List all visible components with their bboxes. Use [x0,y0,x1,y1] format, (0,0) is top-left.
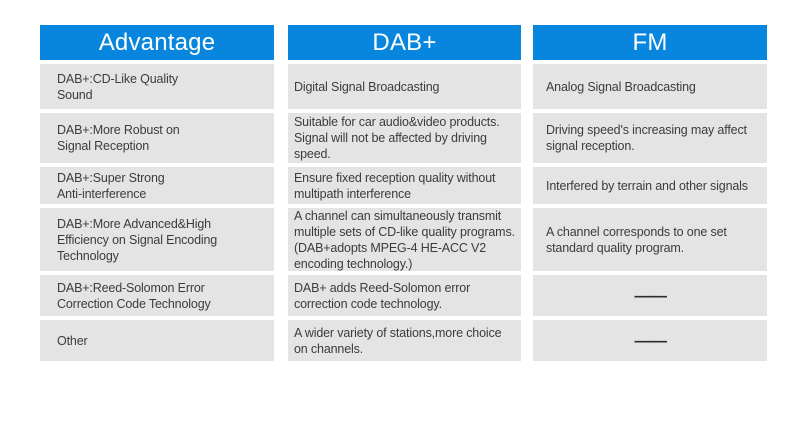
table-cell: Suitable for car audio&video products. S… [288,113,521,163]
header-cell-fm: FM [533,25,767,60]
table-cell: Interfered by terrain and other signals [533,167,767,204]
header-label-dab-plus: DAB+ [372,28,437,56]
column-dab-plus: DAB+ Digital Signal Broadcasting Suitabl… [288,25,521,361]
table-cell-empty: —— [533,320,767,361]
cell-text: Digital Signal Broadcasting [294,79,440,94]
cell-text: Ensure fixed reception quality without m… [294,170,496,201]
header-label-fm: FM [632,28,668,56]
table-cell: Digital Signal Broadcasting [288,64,521,109]
table-cell: DAB+ adds Reed-Solomon error correction … [288,275,521,316]
cell-text: DAB+:More Advanced&High Efficiency on Si… [57,216,218,263]
cell-text: Analog Signal Broadcasting [546,79,696,94]
table-cell: DAB+:More Advanced&High Efficiency on Si… [40,208,274,271]
header-cell-advantage: Advantage [40,25,274,60]
cell-text: DAB+:Reed-Solomon Error Correction Code … [57,280,211,311]
table-cell: Analog Signal Broadcasting [533,64,767,109]
column-advantage: Advantage DAB+:CD-Like Quality Sound DAB… [40,25,274,361]
cell-text: A channel corresponds to one set standar… [546,224,727,255]
table-cell: A wider variety of stations,more choice … [288,320,521,361]
table-cell: Ensure fixed reception quality without m… [288,167,521,204]
cell-text: DAB+:CD-Like Quality Sound [57,71,178,102]
header-cell-dab-plus: DAB+ [288,25,521,60]
cell-text: DAB+ adds Reed-Solomon error correction … [294,280,471,311]
cell-text: Other [57,333,88,348]
table-cell: DAB+:More Robust on Signal Reception [40,113,274,163]
table-cell: Driving speed's increasing may affect si… [533,113,767,163]
cell-text: DAB+:More Robust on Signal Reception [57,123,180,153]
column-fm: FM Analog Signal Broadcasting Driving sp… [533,25,767,361]
table-cell: Other [40,320,274,361]
table-cell-empty: —— [533,275,767,316]
table-cell: A channel corresponds to one set standar… [533,208,767,271]
table-cell: A channel can simultaneously transmit mu… [288,208,521,271]
cell-text: A channel can simultaneously transmit mu… [294,208,515,271]
dash-line: —— [634,286,668,305]
cell-text: A wider variety of stations,more choice … [294,325,502,356]
table-cell: DAB+:CD-Like Quality Sound [40,64,274,109]
dash-line: —— [634,331,668,350]
table-cell: DAB+:Reed-Solomon Error Correction Code … [40,275,274,316]
cell-text: Suitable for car audio&video products. S… [294,115,500,161]
cell-text: DAB+:Super Strong Anti-interference [57,170,165,201]
cell-text: Interfered by terrain and other signals [546,178,748,193]
header-label-advantage: Advantage [98,28,216,56]
table-cell: DAB+:Super Strong Anti-interference [40,167,274,204]
cell-text: Driving speed's increasing may affect si… [546,123,747,153]
